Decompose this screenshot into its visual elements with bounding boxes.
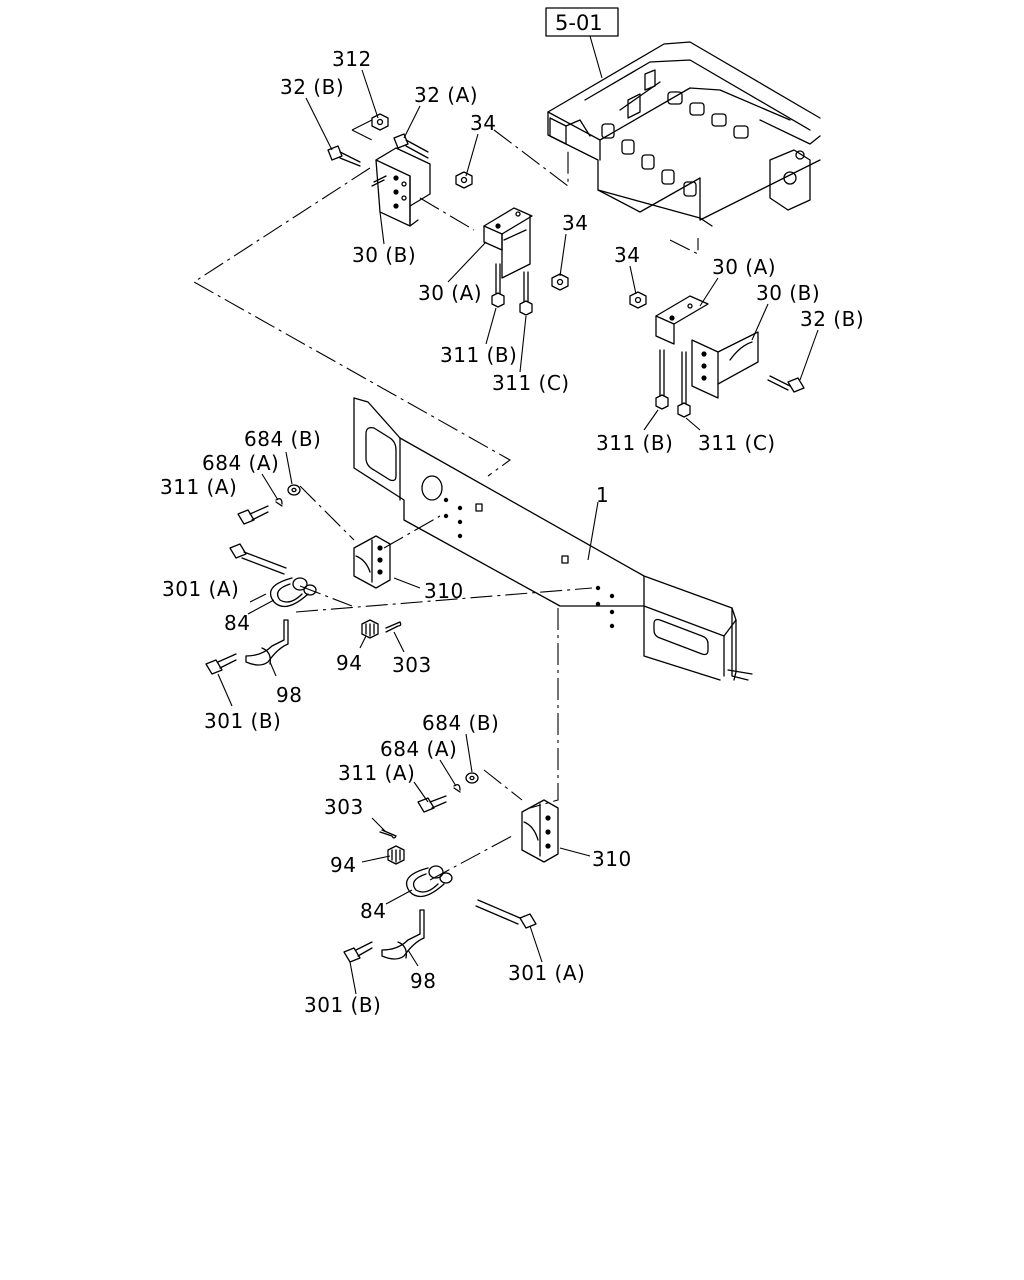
plate-98-lower <box>381 909 425 960</box>
label-684a-lower: 684 (A) <box>380 737 457 761</box>
bolt-311b-right <box>655 349 669 410</box>
bolt-311c-mid <box>519 271 533 316</box>
bolt-301b-upper <box>205 653 237 675</box>
label-301b-lower: 301 (B) <box>304 993 381 1017</box>
label-32b-right: 32 (B) <box>800 307 864 331</box>
label-30a-mid: 30 (A) <box>418 281 482 305</box>
label-1: 1 <box>596 483 609 507</box>
plate-98-upper <box>245 619 289 666</box>
bracket-30b-right <box>691 331 759 399</box>
pin-303-lower <box>379 829 397 839</box>
label-311c-mid: 311 (C) <box>492 371 570 395</box>
label-94-upper: 94 <box>336 651 362 675</box>
bolt-311a-upper <box>237 505 269 525</box>
label-310-upper: 310 <box>424 579 464 603</box>
tow-hook-bracket-310-upper <box>353 535 391 589</box>
label-30b-right: 30 (B) <box>756 281 820 305</box>
nut-94-lower <box>387 845 405 865</box>
washer-684a-lower <box>453 784 461 793</box>
label-34-top: 34 <box>470 111 496 135</box>
bracket-30b-left <box>375 147 431 227</box>
leader-lines <box>217 69 819 995</box>
nut-34-top <box>455 171 473 189</box>
label-311a-upper: 311 (A) <box>160 475 237 499</box>
reference-box: 5-01 <box>545 7 619 37</box>
label-684a-upper: 684 (A) <box>202 451 279 475</box>
label-84-lower: 84 <box>360 899 386 923</box>
crossmember-1 <box>353 397 753 681</box>
label-94-lower: 94 <box>330 853 356 877</box>
bolt-311a-lower <box>417 795 447 813</box>
label-34-mid: 34 <box>562 211 588 235</box>
label-312: 312 <box>332 47 372 71</box>
nut-34-mid <box>551 273 569 291</box>
bracket-30a-mid <box>483 207 533 279</box>
label-684b-upper: 684 (B) <box>244 427 321 451</box>
label-98-upper: 98 <box>276 683 302 707</box>
label-311a-lower: 311 (A) <box>338 761 415 785</box>
label-301b-upper: 301 (B) <box>204 709 281 733</box>
bracket-30a-right <box>655 295 709 345</box>
label-32a: 32 (A) <box>414 83 478 107</box>
label-30a-right: 30 (A) <box>712 255 776 279</box>
reference-box-label: 5-01 <box>555 11 603 35</box>
tow-hook-84-lower <box>405 865 453 898</box>
washer-684b-upper <box>287 484 301 496</box>
label-303-upper: 303 <box>392 653 432 677</box>
nut-312 <box>371 113 389 131</box>
label-98-lower: 98 <box>410 969 436 993</box>
part-labels: 312 32 (B) 32 (A) 34 30 (B) 30 (A) 34 31… <box>160 47 864 1017</box>
label-310-lower: 310 <box>592 847 632 871</box>
bolt-311b-mid <box>491 263 505 308</box>
nut-34-right <box>629 291 647 309</box>
nut-94-upper <box>361 619 379 639</box>
chassis-frame <box>547 41 821 227</box>
label-301a-upper: 301 (A) <box>162 577 239 601</box>
bolt-32b-right <box>767 375 805 393</box>
alignment-lines <box>192 117 699 881</box>
label-311b-mid: 311 (B) <box>440 343 517 367</box>
bolt-301a-upper <box>229 543 287 575</box>
bolt-32b-top <box>327 145 361 167</box>
tow-hook-bracket-310-lower <box>521 799 559 863</box>
washer-684a-upper <box>275 498 283 507</box>
label-303-lower: 303 <box>324 795 364 819</box>
label-684b-lower: 684 (B) <box>422 711 499 735</box>
tow-hook-84-upper <box>269 577 317 608</box>
label-311b-right: 311 (B) <box>596 431 673 455</box>
label-84-upper: 84 <box>224 611 250 635</box>
bolt-301a-lower <box>475 899 537 929</box>
washer-684b-lower <box>465 772 479 784</box>
label-30b-left: 30 (B) <box>352 243 416 267</box>
pin-303-upper <box>385 621 402 633</box>
bolt-301b-lower <box>343 941 373 963</box>
label-311c-right: 311 (C) <box>698 431 776 455</box>
label-32b-top: 32 (B) <box>280 75 344 99</box>
label-34-right: 34 <box>614 243 640 267</box>
label-301a-lower: 301 (A) <box>508 961 585 985</box>
bolt-32a <box>393 133 429 159</box>
bolt-311c-right <box>677 351 691 418</box>
